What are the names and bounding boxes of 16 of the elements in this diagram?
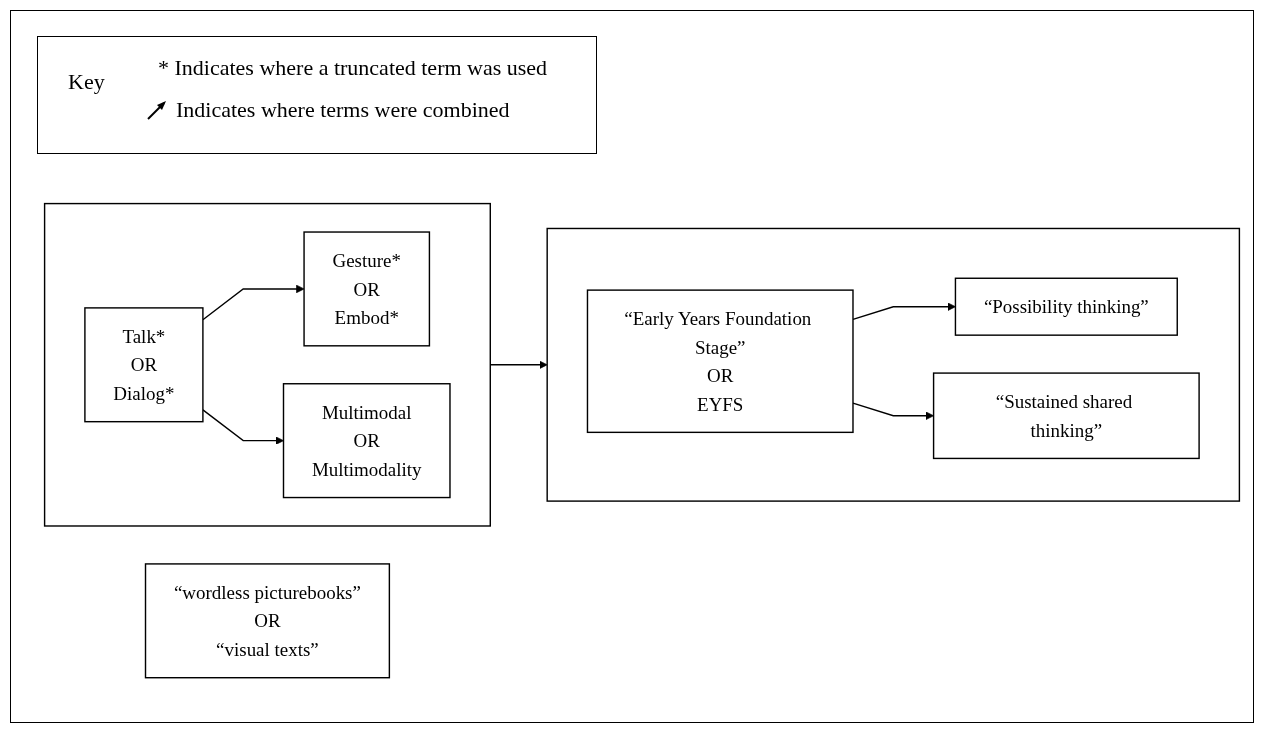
node-box: “wordless picturebooks” OR “visual texts”	[144, 563, 391, 679]
cluster	[43, 203, 491, 528]
legend-text: Indicates where terms were combined	[176, 97, 510, 123]
arrow	[852, 302, 956, 321]
node-box: “Early Years Foundation Stage” OR EYFS	[586, 289, 854, 434]
node-box: “Sustained shared thinking”	[932, 372, 1200, 460]
legend-text: * Indicates where a truncated term was used	[158, 55, 548, 81]
node-box: “Possibility thinking”	[954, 277, 1178, 337]
arrow	[852, 402, 934, 421]
node-box: Multimodal OR Multimodality	[282, 383, 451, 499]
node-box: Gesture* OR Embod*	[303, 231, 431, 347]
cluster	[546, 228, 1241, 503]
node-box: Talk* OR Dialog*	[84, 307, 204, 423]
legend-title: Key	[68, 69, 105, 95]
arrow	[202, 409, 284, 446]
arrow	[202, 285, 305, 321]
